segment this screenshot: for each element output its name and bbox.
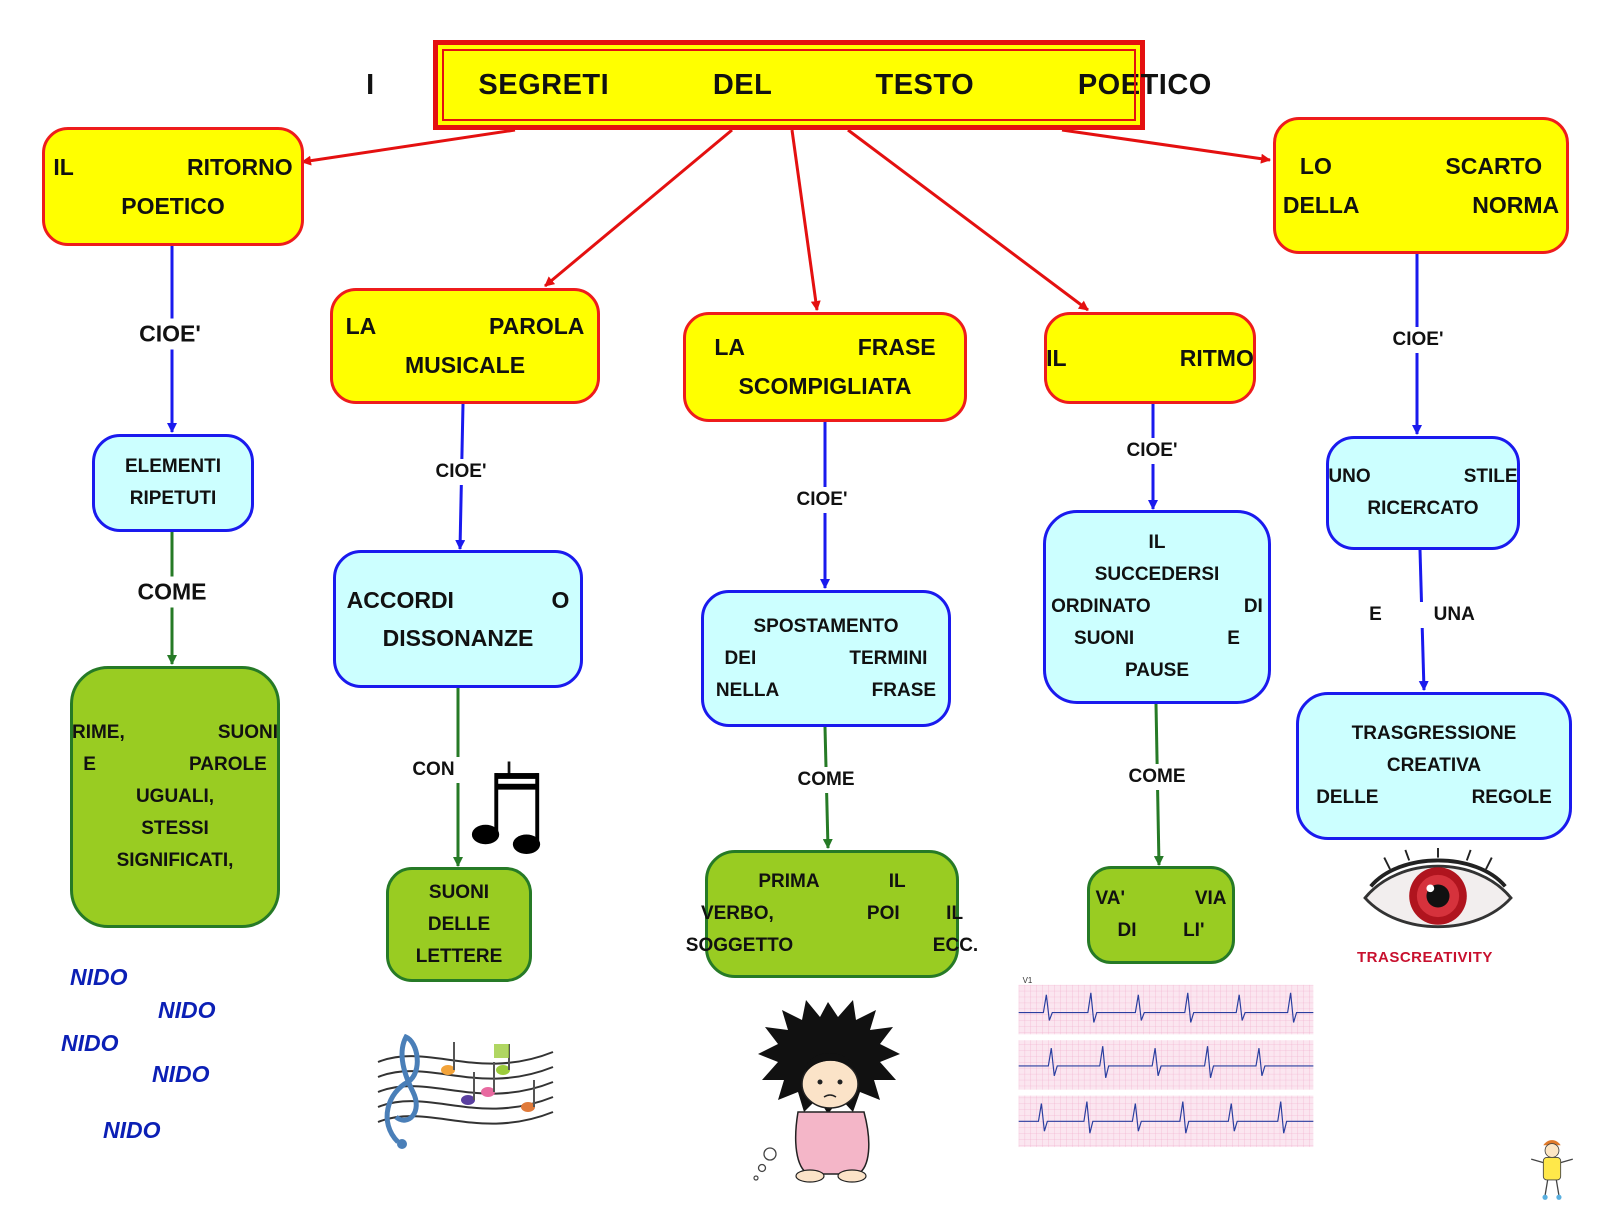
- arrow-title-to-parola: [544, 128, 733, 288]
- example-prima-il-verbo: PRIMA IL VERBO, POI IL SOGGETTO ECC.: [686, 850, 978, 978]
- example-va-via-di-li: VA' VIA DI LI': [1087, 866, 1235, 964]
- heading-line: SCOMPIGLIATA: [738, 373, 912, 399]
- link-label-come: COME: [1126, 764, 1188, 790]
- concept-elementi-ripetuti: ELEMENTI RIPETUTI: [92, 434, 254, 532]
- concept-line: DELLE REGOLE: [1316, 787, 1552, 808]
- concept-line: RIPETUTI: [129, 488, 217, 509]
- example-line: DELLE: [427, 913, 491, 935]
- music-note-icon: [471, 773, 541, 854]
- example-line: DI LI': [1117, 920, 1205, 941]
- heading-ritorno-poetico: IL RITORNO POETICO: [42, 127, 304, 246]
- example-line: E PAROLE: [83, 754, 267, 775]
- girl-cartoon-icon: [753, 1000, 900, 1183]
- music-staff-icon: [377, 1033, 554, 1149]
- example-line: SUONI: [428, 881, 490, 903]
- nido-word: NIDO: [158, 997, 216, 1023]
- concept-line: SUONI E: [1074, 628, 1240, 649]
- heading-parola-musicale: LA PAROLA MUSICALE: [330, 288, 600, 404]
- example-line: VERBO, POI IL: [700, 903, 964, 924]
- example-line: STESSI: [141, 818, 209, 839]
- concept-spostamento-termini: SPOSTAMENTO DEI TERMINI NELLA FRASE: [701, 590, 951, 727]
- ecg-strip-icon: V1: [1018, 976, 1314, 1148]
- example-line: SIGNIFICATI,: [116, 850, 234, 871]
- arrow-title-to-ritmo: [847, 128, 1089, 312]
- example-line: PRIMA IL: [758, 871, 906, 892]
- arrow-title-to-scarto: [1061, 128, 1271, 164]
- nido-word: NIDO: [70, 964, 128, 990]
- link-label-e-una: E UNA: [1367, 602, 1477, 628]
- nido-word: NIDO: [103, 1117, 161, 1143]
- link-label-come: COME: [135, 576, 209, 608]
- arrow-title-to-frase: [790, 129, 821, 311]
- heading-line: LA FRASE: [714, 334, 936, 360]
- link-label-cioe: CIOE': [1390, 327, 1446, 353]
- concept-succedersi-ordinato: IL SUCCEDERSI ORDINATO DI SUONI E PAUSE: [1043, 510, 1271, 704]
- example-line: VA' VIA: [1095, 888, 1227, 909]
- concept-line: IL: [1148, 532, 1166, 553]
- concept-line: ORDINATO DI: [1051, 596, 1263, 617]
- heading-line: LO SCARTO: [1299, 152, 1543, 179]
- mascot-icon: [1531, 1140, 1573, 1200]
- concept-line: UNO STILE: [1328, 466, 1518, 487]
- heading-frase-scompigliata: LA FRASE SCOMPIGLIATA: [683, 312, 967, 422]
- nido-word: NIDO: [152, 1061, 210, 1087]
- example-line: SOGGETTO ECC.: [685, 935, 979, 956]
- example-line: UGUALI,: [135, 786, 215, 807]
- link-label-cioe: CIOE': [137, 318, 203, 350]
- heading-scarto-norma: LO SCARTO DELLA NORMA: [1273, 117, 1569, 254]
- concept-line: DEI TERMINI: [724, 647, 928, 669]
- link-label-cioe: CIOE': [433, 459, 489, 485]
- map-title: I SEGRETI DEL TESTO POETICO: [366, 40, 1211, 130]
- heading-line: DELLA NORMA: [1282, 191, 1560, 218]
- heading-line: IL RITMO: [1046, 344, 1254, 371]
- example-line: RIME, SUONI: [71, 722, 279, 743]
- link-label-cioe: CIOE': [794, 487, 850, 513]
- concept-line: NELLA FRASE: [715, 679, 937, 701]
- link-label-come: COME: [795, 767, 857, 793]
- concept-line: ACCORDI O: [346, 587, 570, 613]
- concept-stile-ricercato: UNO STILE RICERCATO: [1326, 436, 1520, 550]
- concept-line: SUCCEDERSI: [1094, 564, 1220, 585]
- arrow-title-to-ritorno: [301, 128, 516, 166]
- heading-line: LA PAROLA: [345, 313, 585, 339]
- link-label-cioe: CIOE': [1124, 438, 1180, 464]
- heading-line: IL RITORNO: [53, 153, 293, 180]
- concept-line: ELEMENTI: [124, 456, 222, 477]
- heading-ritmo: IL RITMO: [1044, 312, 1256, 404]
- concept-accordi-dissonanze: ACCORDI O DISSONANZE: [333, 550, 583, 688]
- concept-line: CREATIVA: [1386, 755, 1482, 776]
- example-line: LETTERE: [415, 945, 503, 967]
- heading-line: MUSICALE: [404, 352, 526, 378]
- example-suoni-lettere: SUONI DELLE LETTERE: [386, 867, 532, 982]
- map-title-text: I SEGRETI DEL TESTO POETICO: [366, 68, 1212, 101]
- eye-caption: TRASCREATIVITY: [1357, 949, 1493, 966]
- nido-word: NIDO: [61, 1030, 119, 1056]
- concept-trasgressione-creativa: TRASGRESSIONE CREATIVA DELLE REGOLE: [1296, 692, 1572, 840]
- concept-line: TRASGRESSIONE: [1351, 723, 1517, 744]
- example-rime-suoni: RIME, SUONI E PAROLE UGUALI, STESSI SIGN…: [70, 666, 280, 928]
- eye-icon: [1363, 848, 1513, 929]
- concept-line: PAUSE: [1124, 660, 1190, 681]
- concept-line: SPOSTAMENTO: [753, 615, 899, 637]
- heading-line: POETICO: [121, 192, 225, 219]
- ecg-lead-label: V1: [1023, 976, 1033, 985]
- concept-line: RICERCATO: [1367, 498, 1479, 519]
- concept-line: DISSONANZE: [382, 625, 534, 651]
